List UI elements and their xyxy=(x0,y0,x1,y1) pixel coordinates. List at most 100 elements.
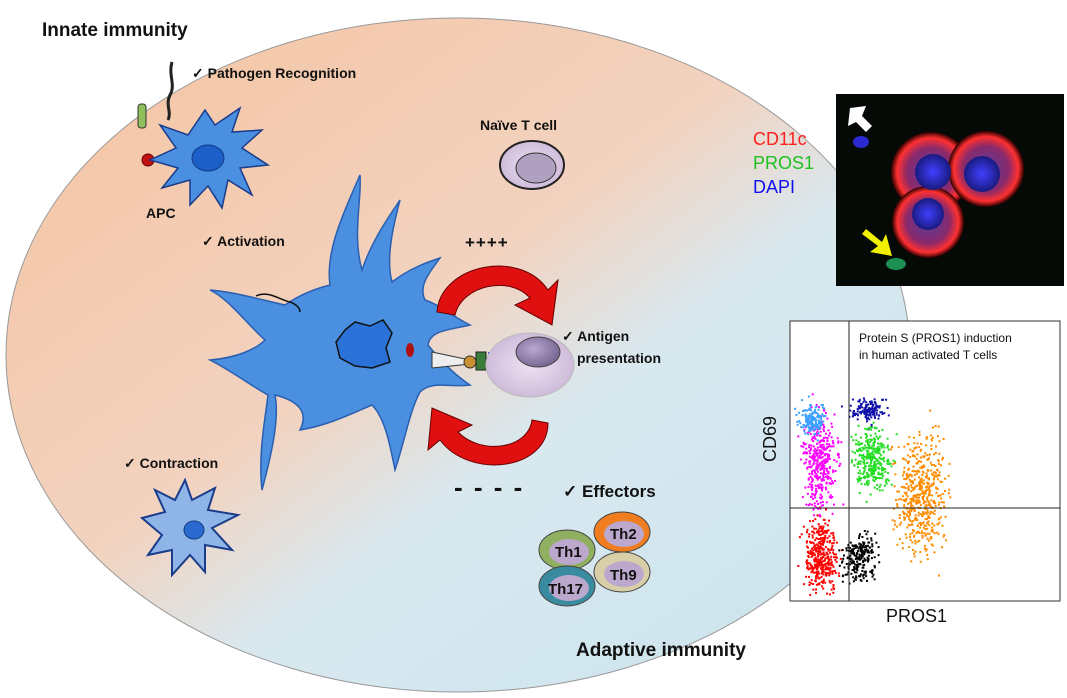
event-dot xyxy=(809,452,812,455)
event-dot xyxy=(820,479,823,482)
event-dot xyxy=(813,469,816,472)
event-dot xyxy=(931,463,933,466)
event-dot xyxy=(799,458,802,461)
event-dot xyxy=(820,525,823,528)
event-dot xyxy=(863,552,866,555)
event-dot xyxy=(926,511,929,514)
event-dot xyxy=(815,583,818,586)
event-dot xyxy=(802,452,805,455)
event-dot xyxy=(939,480,942,483)
event-dot xyxy=(857,558,860,561)
event-dot xyxy=(866,413,869,416)
event-dot xyxy=(883,460,886,463)
event-dot xyxy=(875,407,878,410)
event-dot xyxy=(823,471,825,474)
event-dot xyxy=(867,465,870,468)
event-dot xyxy=(854,578,857,581)
event-dot xyxy=(827,455,830,458)
event-dot xyxy=(809,449,812,452)
event-dot xyxy=(809,593,812,596)
event-dot xyxy=(918,499,921,502)
event-dot xyxy=(812,425,815,428)
event-dot xyxy=(813,514,816,517)
event-dot xyxy=(924,490,927,493)
event-dot xyxy=(886,478,889,481)
event-dot xyxy=(827,549,830,552)
event-dot xyxy=(827,562,830,565)
event-dot xyxy=(860,557,863,560)
event-dot xyxy=(920,448,923,451)
event-dot xyxy=(913,535,915,538)
event-dot xyxy=(873,566,876,569)
event-dot xyxy=(831,545,834,547)
event-dot xyxy=(812,429,815,432)
event-dot xyxy=(818,525,821,528)
event-dot xyxy=(828,558,831,561)
event-dot xyxy=(877,476,880,479)
event-dot xyxy=(811,534,814,537)
event-dot xyxy=(949,496,952,499)
event-dot xyxy=(816,425,819,428)
event-dot xyxy=(814,423,817,426)
event-dot xyxy=(820,453,823,456)
event-dot xyxy=(922,491,925,494)
event-dot xyxy=(919,486,922,489)
event-dot xyxy=(938,521,941,524)
event-dot xyxy=(886,444,889,447)
event-dot xyxy=(863,447,866,450)
event-dot xyxy=(811,415,814,418)
event-dot xyxy=(947,492,950,495)
event-dot xyxy=(813,558,816,561)
event-dot xyxy=(813,435,816,438)
event-dot xyxy=(820,572,823,575)
event-dot xyxy=(903,445,906,448)
event-dot xyxy=(866,480,868,483)
event-dot xyxy=(873,480,876,483)
event-dot xyxy=(818,415,821,418)
event-dot xyxy=(891,446,894,448)
event-dot xyxy=(873,437,875,440)
event-dot xyxy=(869,441,872,443)
event-dot xyxy=(811,457,814,460)
feedback-arrows xyxy=(427,265,559,466)
event-dot xyxy=(806,431,809,434)
event-dot xyxy=(910,500,913,503)
event-dot xyxy=(880,454,883,457)
event-dot xyxy=(921,522,924,525)
event-dot xyxy=(818,406,820,409)
event-dot xyxy=(809,429,812,432)
event-dot xyxy=(847,543,850,546)
event-dot xyxy=(823,519,826,521)
event-dot xyxy=(820,462,823,465)
event-dot xyxy=(860,450,863,452)
event-dot xyxy=(816,464,819,467)
event-dot xyxy=(865,500,868,503)
event-dot xyxy=(837,453,840,456)
event-dot xyxy=(871,572,873,575)
event-dot xyxy=(878,448,881,451)
event-dot xyxy=(906,454,909,457)
event-dot xyxy=(915,517,918,520)
event-dot xyxy=(845,563,848,565)
event-dot xyxy=(824,412,827,414)
event-dot xyxy=(863,411,866,414)
event-dot xyxy=(866,472,869,475)
event-dot xyxy=(930,448,933,450)
event-dot xyxy=(896,505,899,508)
event-dot xyxy=(879,483,882,486)
event-dot xyxy=(936,474,939,477)
event-dot xyxy=(921,489,924,492)
event-dot xyxy=(816,439,819,442)
event-dot xyxy=(826,524,829,527)
event-dot xyxy=(877,466,880,469)
event-dot xyxy=(926,481,929,484)
event-dot xyxy=(864,570,867,573)
event-dot xyxy=(819,538,822,540)
event-dot xyxy=(866,453,869,456)
event-dot xyxy=(865,457,868,460)
event-dot xyxy=(822,476,825,479)
naive-t-cell-label: Naïve T cell xyxy=(480,117,558,133)
effectors-label: ✓ Effectors xyxy=(563,482,656,501)
event-dot xyxy=(818,449,821,452)
event-dot xyxy=(855,576,858,579)
